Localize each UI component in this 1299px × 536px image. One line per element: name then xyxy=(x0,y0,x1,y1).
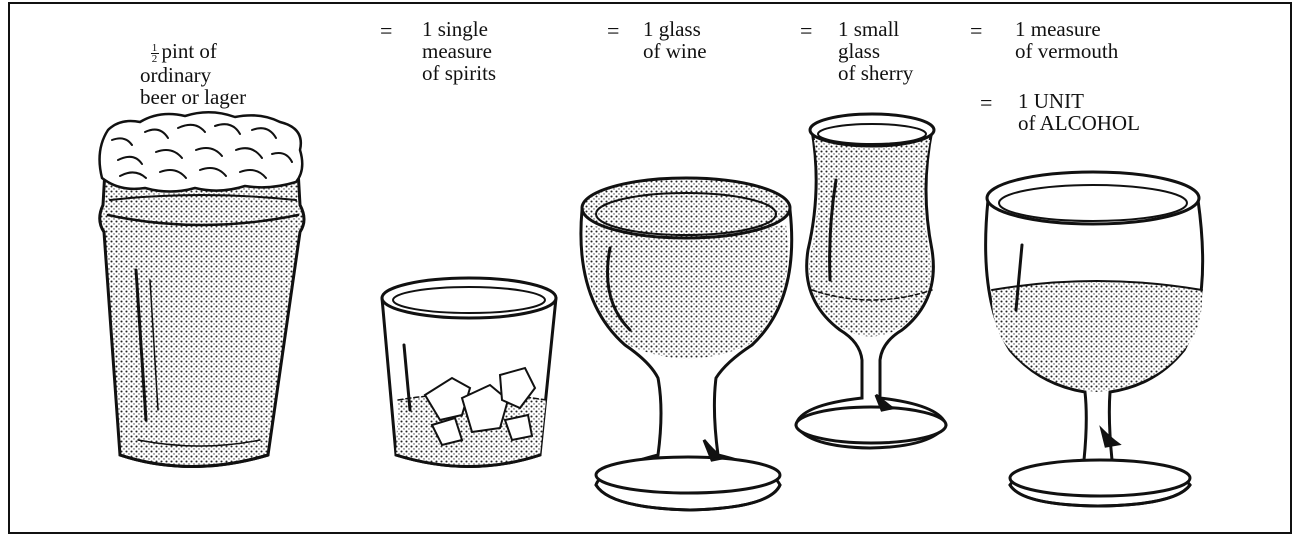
sherry-glass-icon xyxy=(796,114,946,448)
wine-glass-icon xyxy=(581,178,792,510)
beer-glass-icon xyxy=(100,112,304,466)
spirits-tumbler-icon xyxy=(382,278,556,467)
vermouth-glass-icon xyxy=(986,172,1203,506)
